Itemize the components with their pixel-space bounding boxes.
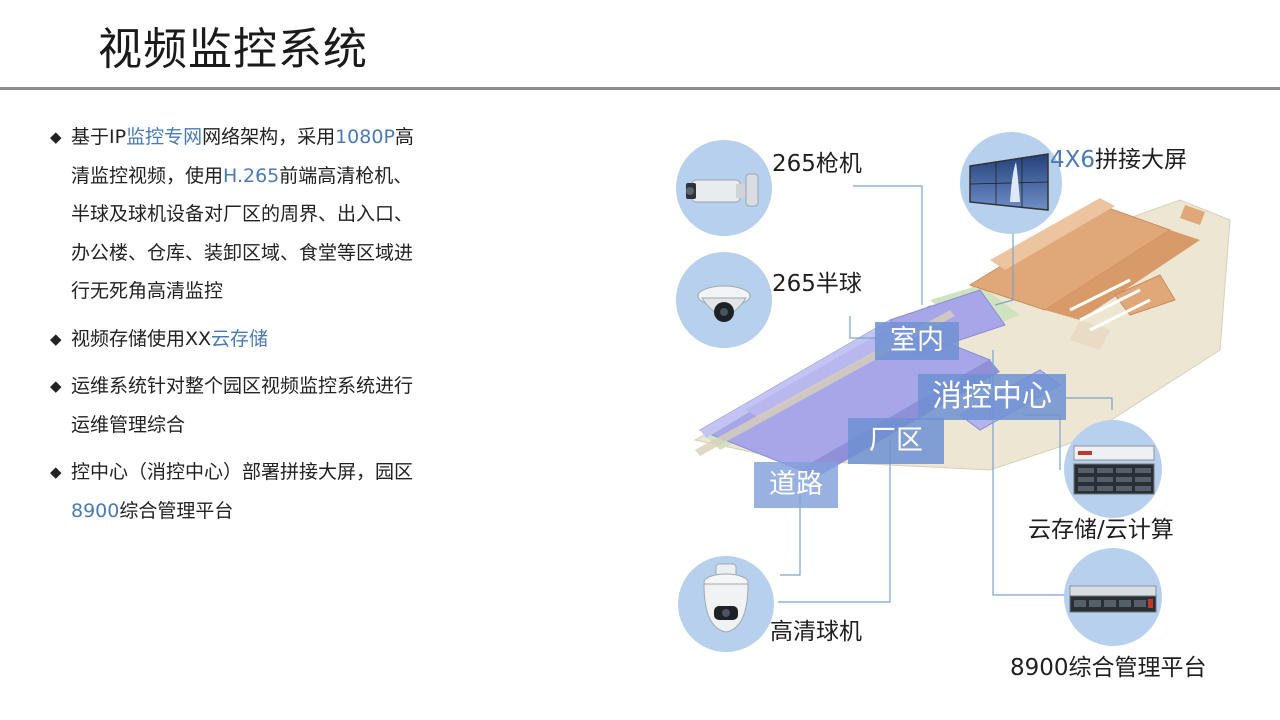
cloud-storage-label: 云存储/云计算 [1028,517,1174,543]
highlight-text: 8900 [71,499,120,522]
dome-camera-label: 265半球 [772,271,862,297]
video-wall-size: 4X6 [1050,147,1096,173]
title-divider [0,87,1280,90]
storage-server-icon [1073,445,1155,495]
video-wall-circle [960,132,1062,234]
bullet-item: ◆ 视频存储使用XX云存储 [50,320,430,359]
storage-server-circle [1064,420,1162,518]
bullet-item: ◆ 控中心（消控中心）部署拼接大屏，园区 8900综合管理平台 [50,453,430,530]
area-tag-road: 道路 [754,462,838,508]
area-tag-control-center: 消控中心 [918,374,1066,420]
bullet-text: 视频存储使用XX [71,327,212,350]
video-wall-label: 4X6拼接大屏 [1050,140,1187,174]
ptz-camera-label: 高清球机 [770,619,862,645]
diamond-bullet-icon: ◆ [50,128,62,146]
diamond-bullet-icon: ◆ [50,329,62,348]
bullet-text: 综合管理平台 [119,499,234,522]
ptz-camera-icon [703,563,749,633]
platform-server-icon [1069,585,1157,613]
bullet-camera-label: 265枪机 [772,151,862,177]
platform-label: 8900综合管理平台 [1010,655,1207,681]
diamond-bullet-icon: ◆ [50,377,62,395]
highlight-text: 云存储 [211,327,269,350]
bullet-text: 基于IP [71,126,127,148]
diamond-bullet-icon: ◆ [50,463,62,481]
video-wall-icon [969,153,1049,211]
bullet-item: ◆ 运维系统针对整个园区视频监控系统进行运维管理综合 [50,367,430,444]
platform-server-circle [1064,548,1162,646]
dome-camera-circle [676,252,772,348]
highlight-text: H.265 [223,164,280,187]
highlight-text: 监控专网 [126,126,203,148]
bullet-text: 网络架构，采用 [202,126,336,148]
bullet-text: 前端高清枪机、半球及球机设备对厂区的周界、出入口、办公楼、仓库、装卸区域、食堂等… [71,164,414,303]
page-title: 视频监控系统 [98,24,368,75]
connector-lines [778,185,1113,603]
ptz-camera-circle [678,556,774,652]
bullet-camera-circle [676,140,772,236]
dome-camera-icon [697,285,751,322]
bullet-camera-icon [686,173,759,207]
area-tag-factory: 厂区 [848,418,944,464]
bullet-text: 控中心（消控中心）部署拼接大屏，园区 [71,461,414,483]
surveillance-diagram: 265枪机 265半球 高清球机 [660,110,1280,710]
video-wall-name: 拼接大屏 [1095,147,1188,173]
bullet-list: ◆ 基于IP监控专网网络架构，采用1080P高清监控视频，使用H.265前端高清枪… [50,118,430,539]
bullet-item: ◆ 基于IP监控专网网络架构，采用1080P高清监控视频，使用H.265前端高清枪… [50,118,430,311]
highlight-text: 1080P [335,126,395,148]
bullet-text: 运维系统针对整个园区视频监控系统进行运维管理综合 [71,375,414,436]
area-tag-indoor: 室内 [875,322,959,360]
bullet-text: 高清监控视频，使用 [71,126,414,187]
